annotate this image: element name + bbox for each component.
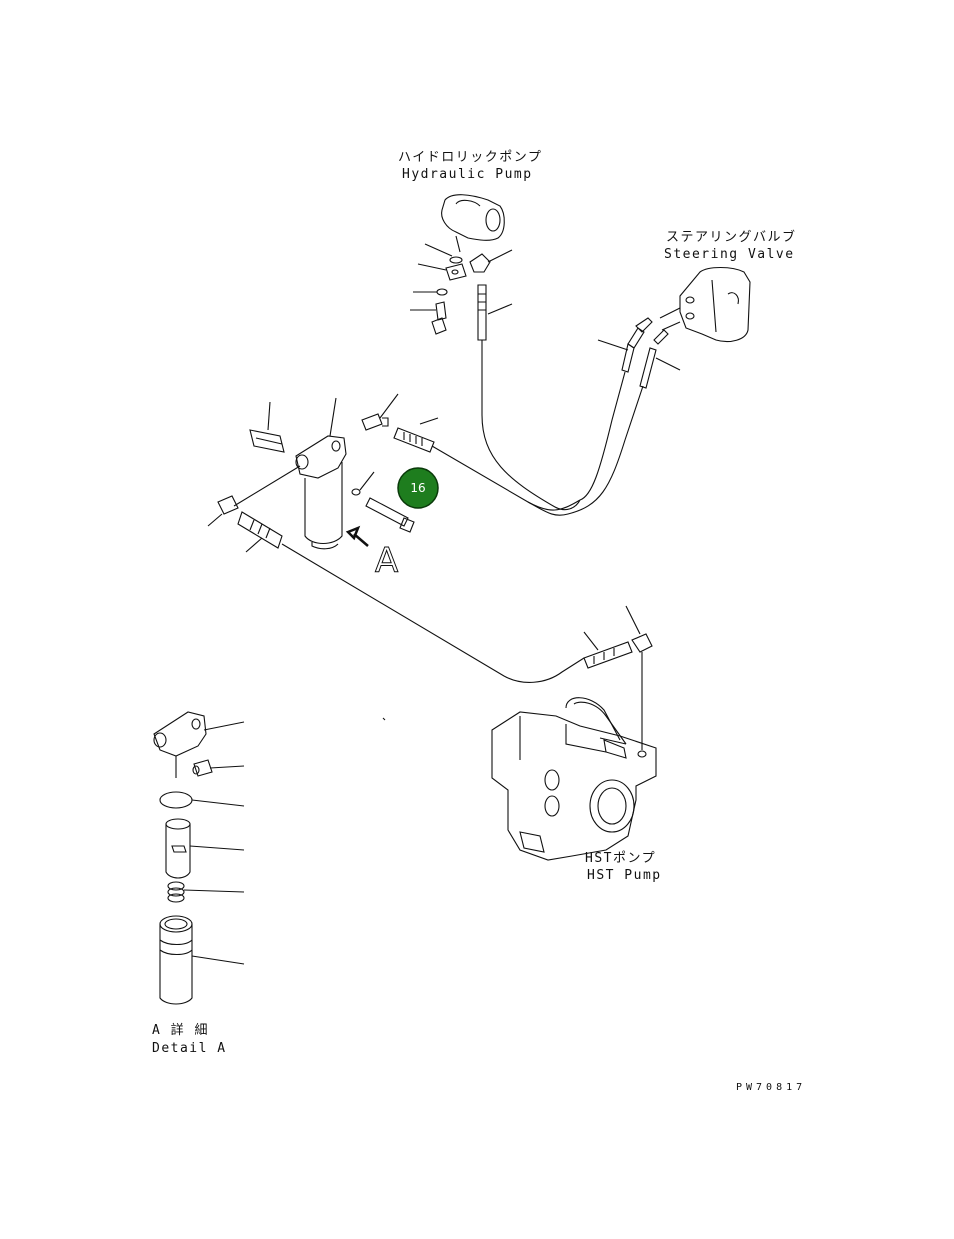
steering-valve-label-en: Steering Valve <box>664 247 795 262</box>
hydraulic-pump-label-jp: ハイドロリックポンプ <box>398 150 542 165</box>
steering-valve-label-jp: ステアリングバルブ <box>666 229 797 245</box>
hydraulic-pump-label-en: Hydraulic Pump <box>402 167 533 182</box>
hst-pump-label-en: HST Pump <box>587 868 662 883</box>
detail-a-label-en: Detail A <box>152 1041 227 1056</box>
callout-16-circle[interactable] <box>397 467 439 509</box>
hst-pump-label-jp: HSTポンプ <box>585 851 656 866</box>
drawing-code: PW70817 <box>736 1082 806 1093</box>
hydraulic-pump <box>431 194 505 335</box>
callout-16-number[interactable]: 16 <box>410 481 425 495</box>
hst-pump <box>491 605 657 861</box>
detail-a-label-jp: A 詳 細 <box>152 1022 209 1038</box>
view-a-marker: A <box>375 541 398 581</box>
filter-assembly <box>249 413 415 550</box>
detail-a-parts <box>153 711 213 1005</box>
callout-16[interactable]: 16 <box>397 467 439 509</box>
steering-valve <box>679 266 751 343</box>
